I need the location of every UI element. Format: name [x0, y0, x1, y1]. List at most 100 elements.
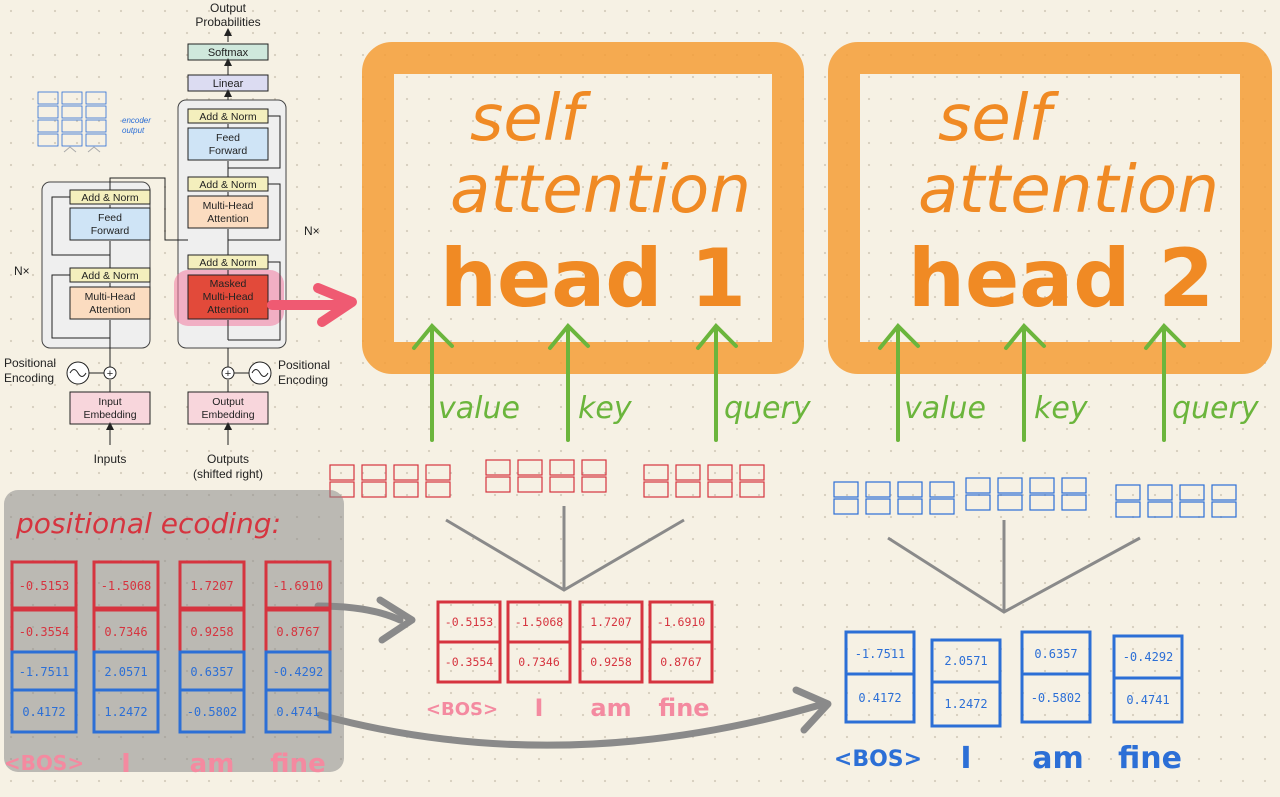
head-1-query-label: query [724, 391, 812, 426]
left-tokens: <BOS> I am fine [4, 749, 326, 779]
left-matrix-cell: 0.9258 [190, 625, 233, 639]
token-am: am [190, 749, 235, 779]
input-embedding-label-1: Input [98, 396, 121, 408]
blue-matrix-cell: 0.4741 [1126, 693, 1169, 707]
token-bos: <BOS> [426, 699, 498, 720]
blue-matrix-cell: 2.0571 [944, 654, 987, 668]
blue-matrix-values: -1.7511 2.0571 0.6357 -0.4292 0.4172 1.2… [855, 647, 1174, 711]
positional-encoding-overlay [4, 490, 344, 772]
token-i: I [121, 749, 131, 779]
input-embedding-box [69, 391, 151, 425]
head-2-query-label: query [1172, 391, 1260, 426]
red-tokens: <BOS> I am fine [426, 694, 710, 722]
decoder-masked-multi-head-attention [187, 274, 269, 320]
red-matrix-cell: 0.7346 [518, 655, 560, 669]
head-2-title-attention: attention [918, 151, 1219, 228]
head-1-frame [362, 42, 804, 374]
red-matrix [436, 600, 714, 684]
outputs-label-2: (shifted right) [193, 467, 263, 481]
token-i: I [535, 694, 544, 722]
outputs-label-1: Outputs [207, 452, 249, 466]
left-matrix-cell: -1.6910 [273, 579, 324, 593]
masked-mha-label-2: Multi-Head [203, 291, 254, 303]
decoder-feed-forward-label-2: Forward [209, 145, 248, 157]
softmax-label: Softmax [208, 47, 249, 59]
red-matrix-cell: -0.3554 [445, 655, 494, 669]
masked-mha-label-1: Masked [210, 278, 247, 290]
inputs-label: Inputs [94, 452, 127, 466]
head-2-title-self: self [938, 82, 1060, 156]
left-matrix-cell: 1.7207 [190, 579, 233, 593]
curved-arrow-to-red [314, 602, 404, 624]
decoder-positional-encoding-label-2: Encoding [278, 373, 328, 387]
left-matrix-cell: -0.5802 [187, 705, 238, 719]
decoder-add-norm-1-label: Add & Norm [199, 257, 256, 269]
head-1-title-head: head 1 [440, 232, 746, 325]
head-1-vkq-matrices [329, 459, 765, 498]
left-matrix-cell: -0.5153 [19, 579, 70, 593]
left-matrix-cell: -0.4292 [273, 665, 324, 679]
left-matrix-cell: 0.4741 [276, 705, 319, 719]
encoder-feed-forward-label-1: Feed [98, 212, 122, 224]
token-fine: fine [658, 694, 709, 722]
head-1-value-label: value [438, 391, 520, 426]
left-matrix-cell: 0.4172 [22, 705, 65, 719]
head-2-value-label: value [904, 391, 986, 426]
encoder-multi-head-attention [69, 286, 151, 320]
decoder-add-norm-3-label: Add & Norm [199, 111, 256, 123]
encoder-mha-label-1: Multi-Head [85, 291, 136, 303]
blue-matrix [844, 630, 1184, 728]
left-matrix-cell: 1.2472 [104, 705, 147, 719]
encoder-add-norm-1-label: Add & Norm [81, 270, 138, 282]
red-matrix-cell: -1.6910 [657, 615, 706, 629]
encoder-mha-label-2: Attention [89, 304, 131, 316]
blue-matrix-cell: 0.4172 [858, 691, 901, 705]
left-matrix-cell: -1.7511 [19, 665, 70, 679]
red-matrix-cell: -1.5068 [515, 615, 564, 629]
decoder-feed-forward [187, 127, 269, 161]
output-embedding-box [187, 391, 269, 425]
left-matrix-cell: 2.0571 [104, 665, 147, 679]
head-2-title-head: head 2 [908, 232, 1214, 325]
head-2-frame [828, 42, 1272, 374]
encoder-output-label-2: output [122, 126, 145, 135]
red-matrix-cell: 1.7207 [590, 615, 632, 629]
masked-mha-label-3: Attention [207, 304, 249, 316]
decoder-nx-label: N× [304, 224, 320, 238]
blue-matrix-cell: -1.7511 [855, 647, 906, 661]
head-1-title-self: self [470, 82, 592, 156]
left-matrix-cell: 0.8767 [276, 625, 319, 639]
red-matrix-cell: 0.8767 [660, 655, 702, 669]
linear-label: Linear [213, 78, 244, 90]
red-matrix-cell: 0.9258 [590, 655, 632, 669]
curved-arrow-to-blue [316, 701, 824, 749]
head-2-vkq-matrices [833, 477, 1237, 518]
token-am: am [590, 694, 631, 722]
encoder-positional-encoding-label-2: Encoding [4, 371, 54, 385]
transformer-diagram: Output Probabilities Softmax Linear Add … [4, 1, 330, 481]
left-matrix-cell: -0.3554 [19, 625, 70, 639]
split-lines [445, 506, 1141, 614]
blue-tokens: <BOS> I am fine [834, 741, 1182, 776]
left-matrix-cell: 0.6357 [190, 665, 233, 679]
encoder-add-norm-2-label: Add & Norm [81, 192, 138, 204]
encoder-positional-encoding-label-1: Positional [4, 356, 56, 370]
encoder-nx-label: N× [14, 264, 30, 278]
left-matrix-values: -0.5153 -1.5068 1.7207 -1.6910 -0.3554 0… [19, 579, 324, 719]
output-probabilities-label-2: Probabilities [195, 15, 260, 29]
encoder-block [41, 181, 151, 349]
encoder-output-label-1: encoder [122, 116, 151, 125]
blue-matrix-cell: 1.2472 [944, 697, 987, 711]
blue-matrix-cell: -0.4292 [1123, 650, 1174, 664]
encoder-feed-forward-label-2: Forward [91, 225, 130, 237]
token-bos: <BOS> [4, 751, 84, 775]
encoder-plus-icon: + [107, 368, 113, 380]
head-1-input-arrows [412, 323, 738, 442]
head-1-title-attention: attention [450, 151, 751, 228]
head-2-input-arrows [878, 323, 1186, 442]
output-embedding-label-1: Output [212, 396, 244, 408]
decoder-add-norm-2-label: Add & Norm [199, 179, 256, 191]
input-embedding-label-2: Embedding [83, 409, 136, 421]
decoder-mha-label-2: Attention [207, 213, 249, 225]
